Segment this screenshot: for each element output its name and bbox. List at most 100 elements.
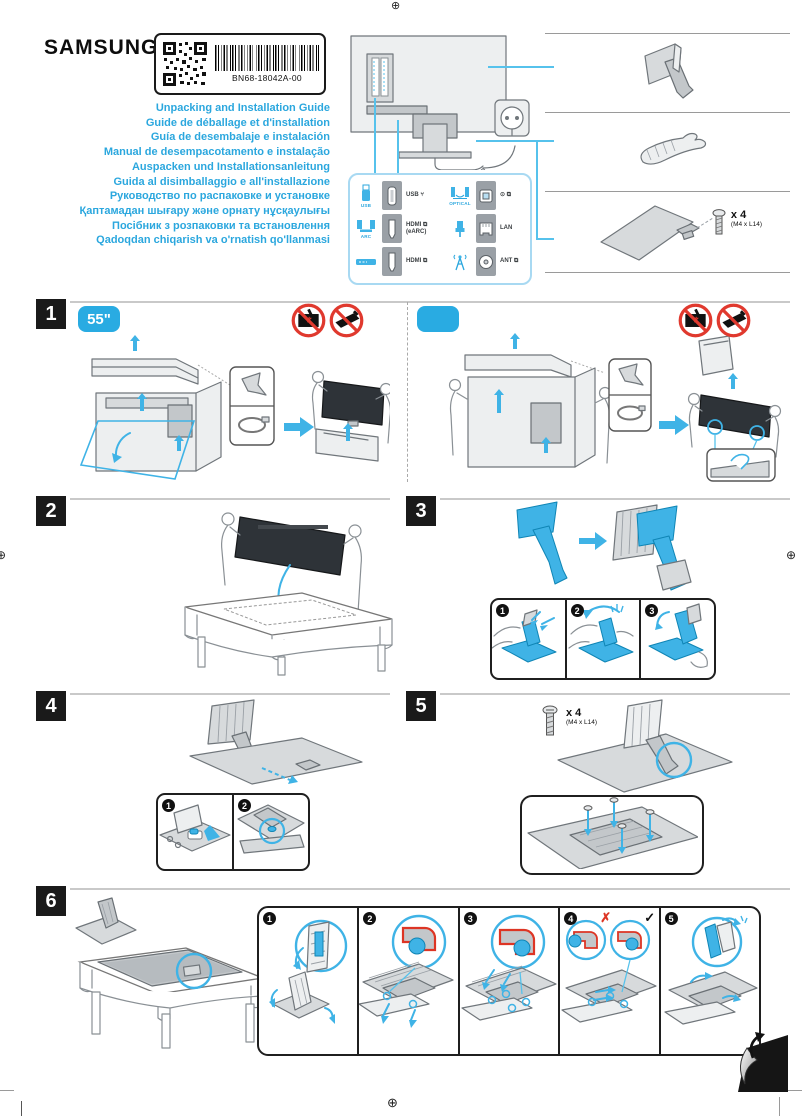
- screw-count: x 4: [566, 707, 582, 719]
- hdmi-earc-port-icon: [382, 214, 402, 243]
- callout-line: [536, 238, 554, 240]
- speakers-optical-icon: [451, 186, 469, 199]
- usb-port-label: USB ⑂: [406, 192, 424, 199]
- step6-panel-3: 3: [457, 908, 558, 1054]
- size-badge-55: 55": [78, 306, 120, 332]
- step4-rule: [70, 693, 390, 695]
- no-carry-flat-icon: [716, 303, 751, 338]
- crop-mark: [779, 1097, 780, 1116]
- barcode-icon: [215, 45, 319, 71]
- callout-line: [488, 66, 554, 68]
- size-badge-large: [417, 306, 459, 332]
- accessory-stand-neck: [545, 33, 790, 112]
- step6-panel-5: 5: [658, 908, 759, 1054]
- marker-3: 3: [645, 604, 659, 617]
- arc-caption: ARC: [360, 233, 372, 239]
- step3-scene: [516, 501, 692, 591]
- step1-number: 1: [36, 299, 66, 329]
- hdmi-port-label: HDMI ⧉: [406, 258, 428, 265]
- callout-line: [536, 140, 538, 240]
- screw-size: (M4 x L14): [566, 719, 598, 726]
- guide-title: Guida al disimballaggio e all'installazi…: [113, 175, 330, 188]
- usb-stick-icon: [362, 184, 370, 201]
- step6-inset: 1 2: [257, 906, 761, 1056]
- no-carry-flat-icon: [329, 303, 364, 338]
- settop-box-icon: [356, 258, 376, 265]
- marker-3: 3: [463, 912, 477, 925]
- step3-rule: [440, 498, 790, 500]
- usb-caption: USB: [360, 202, 372, 208]
- marker-4: 4: [564, 912, 578, 925]
- callout-line: [476, 140, 554, 142]
- step6-rule: [70, 888, 790, 890]
- step5-panel: [522, 797, 702, 873]
- step1-rule: [70, 301, 790, 303]
- step1-right-scene: [448, 333, 782, 482]
- arc-device: ARC: [356, 219, 376, 239]
- step4-panel-2: 2: [232, 795, 308, 869]
- ant-port-label: ANT ⧉: [500, 258, 519, 265]
- usb-device: USB: [360, 184, 372, 208]
- optical-device: OPTICAL: [449, 186, 471, 206]
- marker-1: 1: [263, 912, 276, 925]
- step6-number: 6: [36, 886, 66, 916]
- guide-title: Қаптамадан шығару және орнату нұсқаулығы: [79, 204, 330, 217]
- samsung-logo: SAMSUNG: [44, 36, 159, 59]
- accessories-list: x 4 (M4 x L14): [545, 33, 790, 273]
- screw-spec: x 4 (M4 x L14): [731, 210, 762, 229]
- step1-left-scene: [79, 335, 390, 480]
- hdmi-earc-port-label: HDMI ⧉ (eARC): [406, 221, 428, 235]
- right-mark: ✓: [644, 910, 656, 925]
- step3-panel-1: 1: [492, 600, 565, 678]
- accessory-cable-tie: [545, 112, 790, 191]
- step3-panel-2: 2: [564, 600, 640, 678]
- qr-code-icon: [162, 41, 208, 87]
- step6-panel-1: 1: [259, 908, 357, 1054]
- settop-device: [355, 257, 377, 267]
- ant-port-icon: [476, 247, 496, 276]
- registration-mark-left: ⊕: [0, 548, 7, 562]
- stand-neck-illustration: [643, 43, 694, 99]
- usb-port-icon: [382, 181, 402, 210]
- speakers-arc-icon: [357, 219, 375, 232]
- multilingual-titles: Unpacking and Installation Guide Guide d…: [38, 101, 330, 248]
- optical-port-label: ⊙ ⧉: [500, 192, 511, 199]
- screw-count: x 4: [730, 209, 747, 221]
- guide-title: Guide de déballage et d'installation: [145, 116, 330, 129]
- accessory-stand-base: x 4 (M4 x L14): [545, 191, 790, 270]
- crop-mark: [788, 1090, 802, 1091]
- page-curl-icon: [738, 1032, 788, 1092]
- registration-mark-top: ⊕: [391, 0, 401, 12]
- step6-scene: [75, 897, 266, 1049]
- step2-scene: [184, 512, 393, 676]
- step3-panel-3: 3: [639, 600, 714, 678]
- part-number: BN68-18042A-00: [232, 73, 302, 83]
- screw-icon: [542, 705, 558, 736]
- guide-title: Руководство по распаковке и установке: [109, 190, 330, 203]
- guide-title: Qadoqdan chiqarish va o'rnatish qo'llanm…: [96, 234, 330, 247]
- guide-title: Manual de desempacotamento e instalação: [103, 146, 330, 159]
- step5-rule: [440, 693, 790, 695]
- cable-tie-illustration: [639, 132, 706, 165]
- step3-inset: 1 2 3: [490, 598, 716, 680]
- guide-title: Посібник з розпаковки та встановлення: [112, 219, 330, 232]
- marker-2: 2: [238, 799, 251, 812]
- step5-scene: [557, 699, 733, 793]
- lan-plug-icon: [455, 220, 465, 237]
- guide-title: Unpacking and Installation Guide: [155, 102, 330, 114]
- hdmi-port-icon: [382, 247, 402, 276]
- lan-device: [454, 220, 466, 238]
- screw-spec-step5: x 4 (M4 x L14): [566, 708, 597, 727]
- step1-divider: [407, 302, 408, 482]
- step4-panel-1: 1: [158, 795, 232, 869]
- antenna-device: [452, 253, 468, 271]
- screw-icon: [712, 209, 725, 235]
- part-label-box: BN68-18042A-00: [154, 33, 326, 95]
- tv-back-diagram: [350, 35, 530, 170]
- optical-caption: OPTICAL: [449, 200, 471, 206]
- ports-panel: USB USB ⑂ OPTICAL ⊙ ⧉ ARC HDMI ⧉ (eARC): [348, 173, 532, 285]
- callout-line: [397, 120, 399, 173]
- step4-number: 4: [36, 691, 66, 721]
- marker-2: 2: [363, 912, 377, 925]
- step6-panel-2: 2: [357, 908, 457, 1054]
